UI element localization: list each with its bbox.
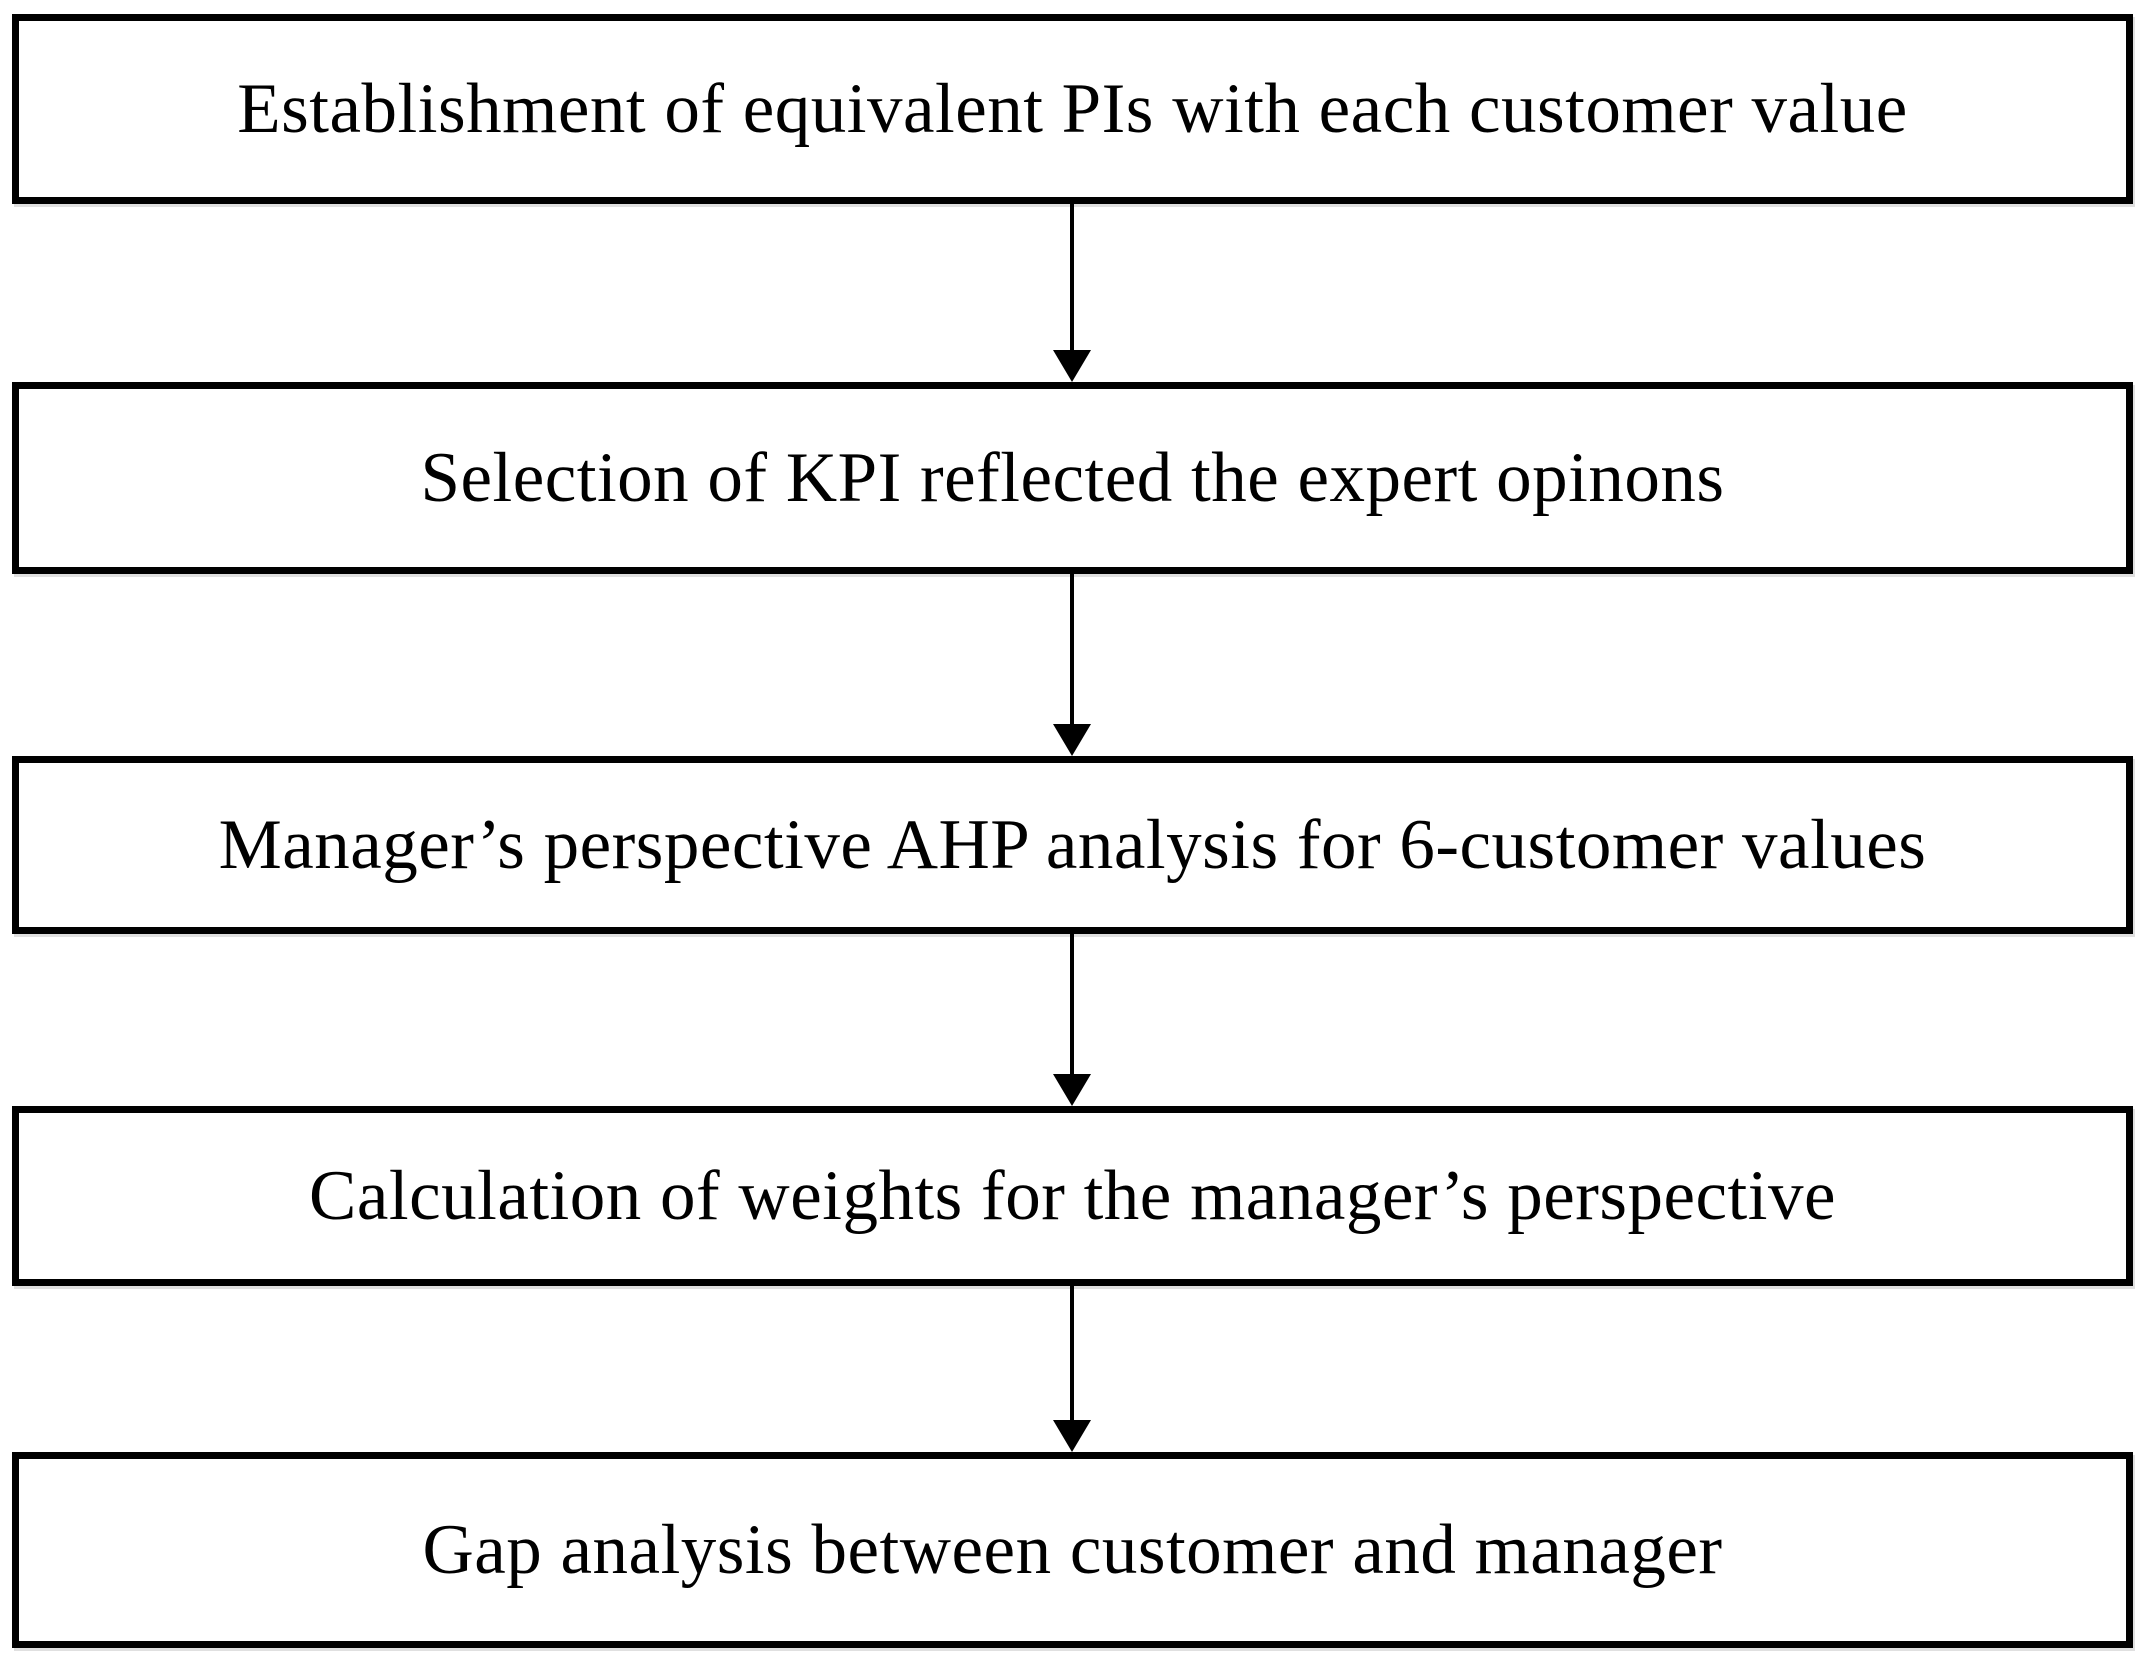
flow-step-label: Gap analysis between customer and manage… — [422, 1510, 1723, 1589]
arrow-shaft — [1070, 934, 1074, 1075]
arrow-head — [1053, 724, 1091, 756]
flow-step-label: Calculation of weights for the manager’s… — [308, 1156, 1837, 1235]
flow-step-label: Establishment of equivalent PIs with eac… — [237, 69, 1908, 148]
flow-step-gap-analysis: Gap analysis between customer and manage… — [12, 1452, 2133, 1648]
arrow-head — [1053, 1074, 1091, 1106]
flow-step-kpi-selection: Selection of KPI reflected the expert op… — [12, 382, 2133, 574]
flow-step-label: Selection of KPI reflected the expert op… — [420, 438, 1725, 517]
arrow-head — [1053, 350, 1091, 382]
flow-step-label: Manager’s perspective AHP analysis for 6… — [218, 805, 1927, 884]
flow-step-establishment: Establishment of equivalent PIs with eac… — [12, 14, 2133, 204]
arrow-shaft — [1070, 1286, 1074, 1421]
arrow-shaft — [1070, 574, 1074, 725]
arrow-down-icon — [1052, 934, 1092, 1106]
arrow-down-icon — [1052, 574, 1092, 756]
arrow-head — [1053, 1420, 1091, 1452]
flow-step-weight-calculation: Calculation of weights for the manager’s… — [12, 1106, 2133, 1286]
flow-step-ahp-analysis: Manager’s perspective AHP analysis for 6… — [12, 756, 2133, 934]
arrow-shaft — [1070, 204, 1074, 351]
arrow-down-icon — [1052, 1286, 1092, 1452]
arrow-down-icon — [1052, 204, 1092, 382]
